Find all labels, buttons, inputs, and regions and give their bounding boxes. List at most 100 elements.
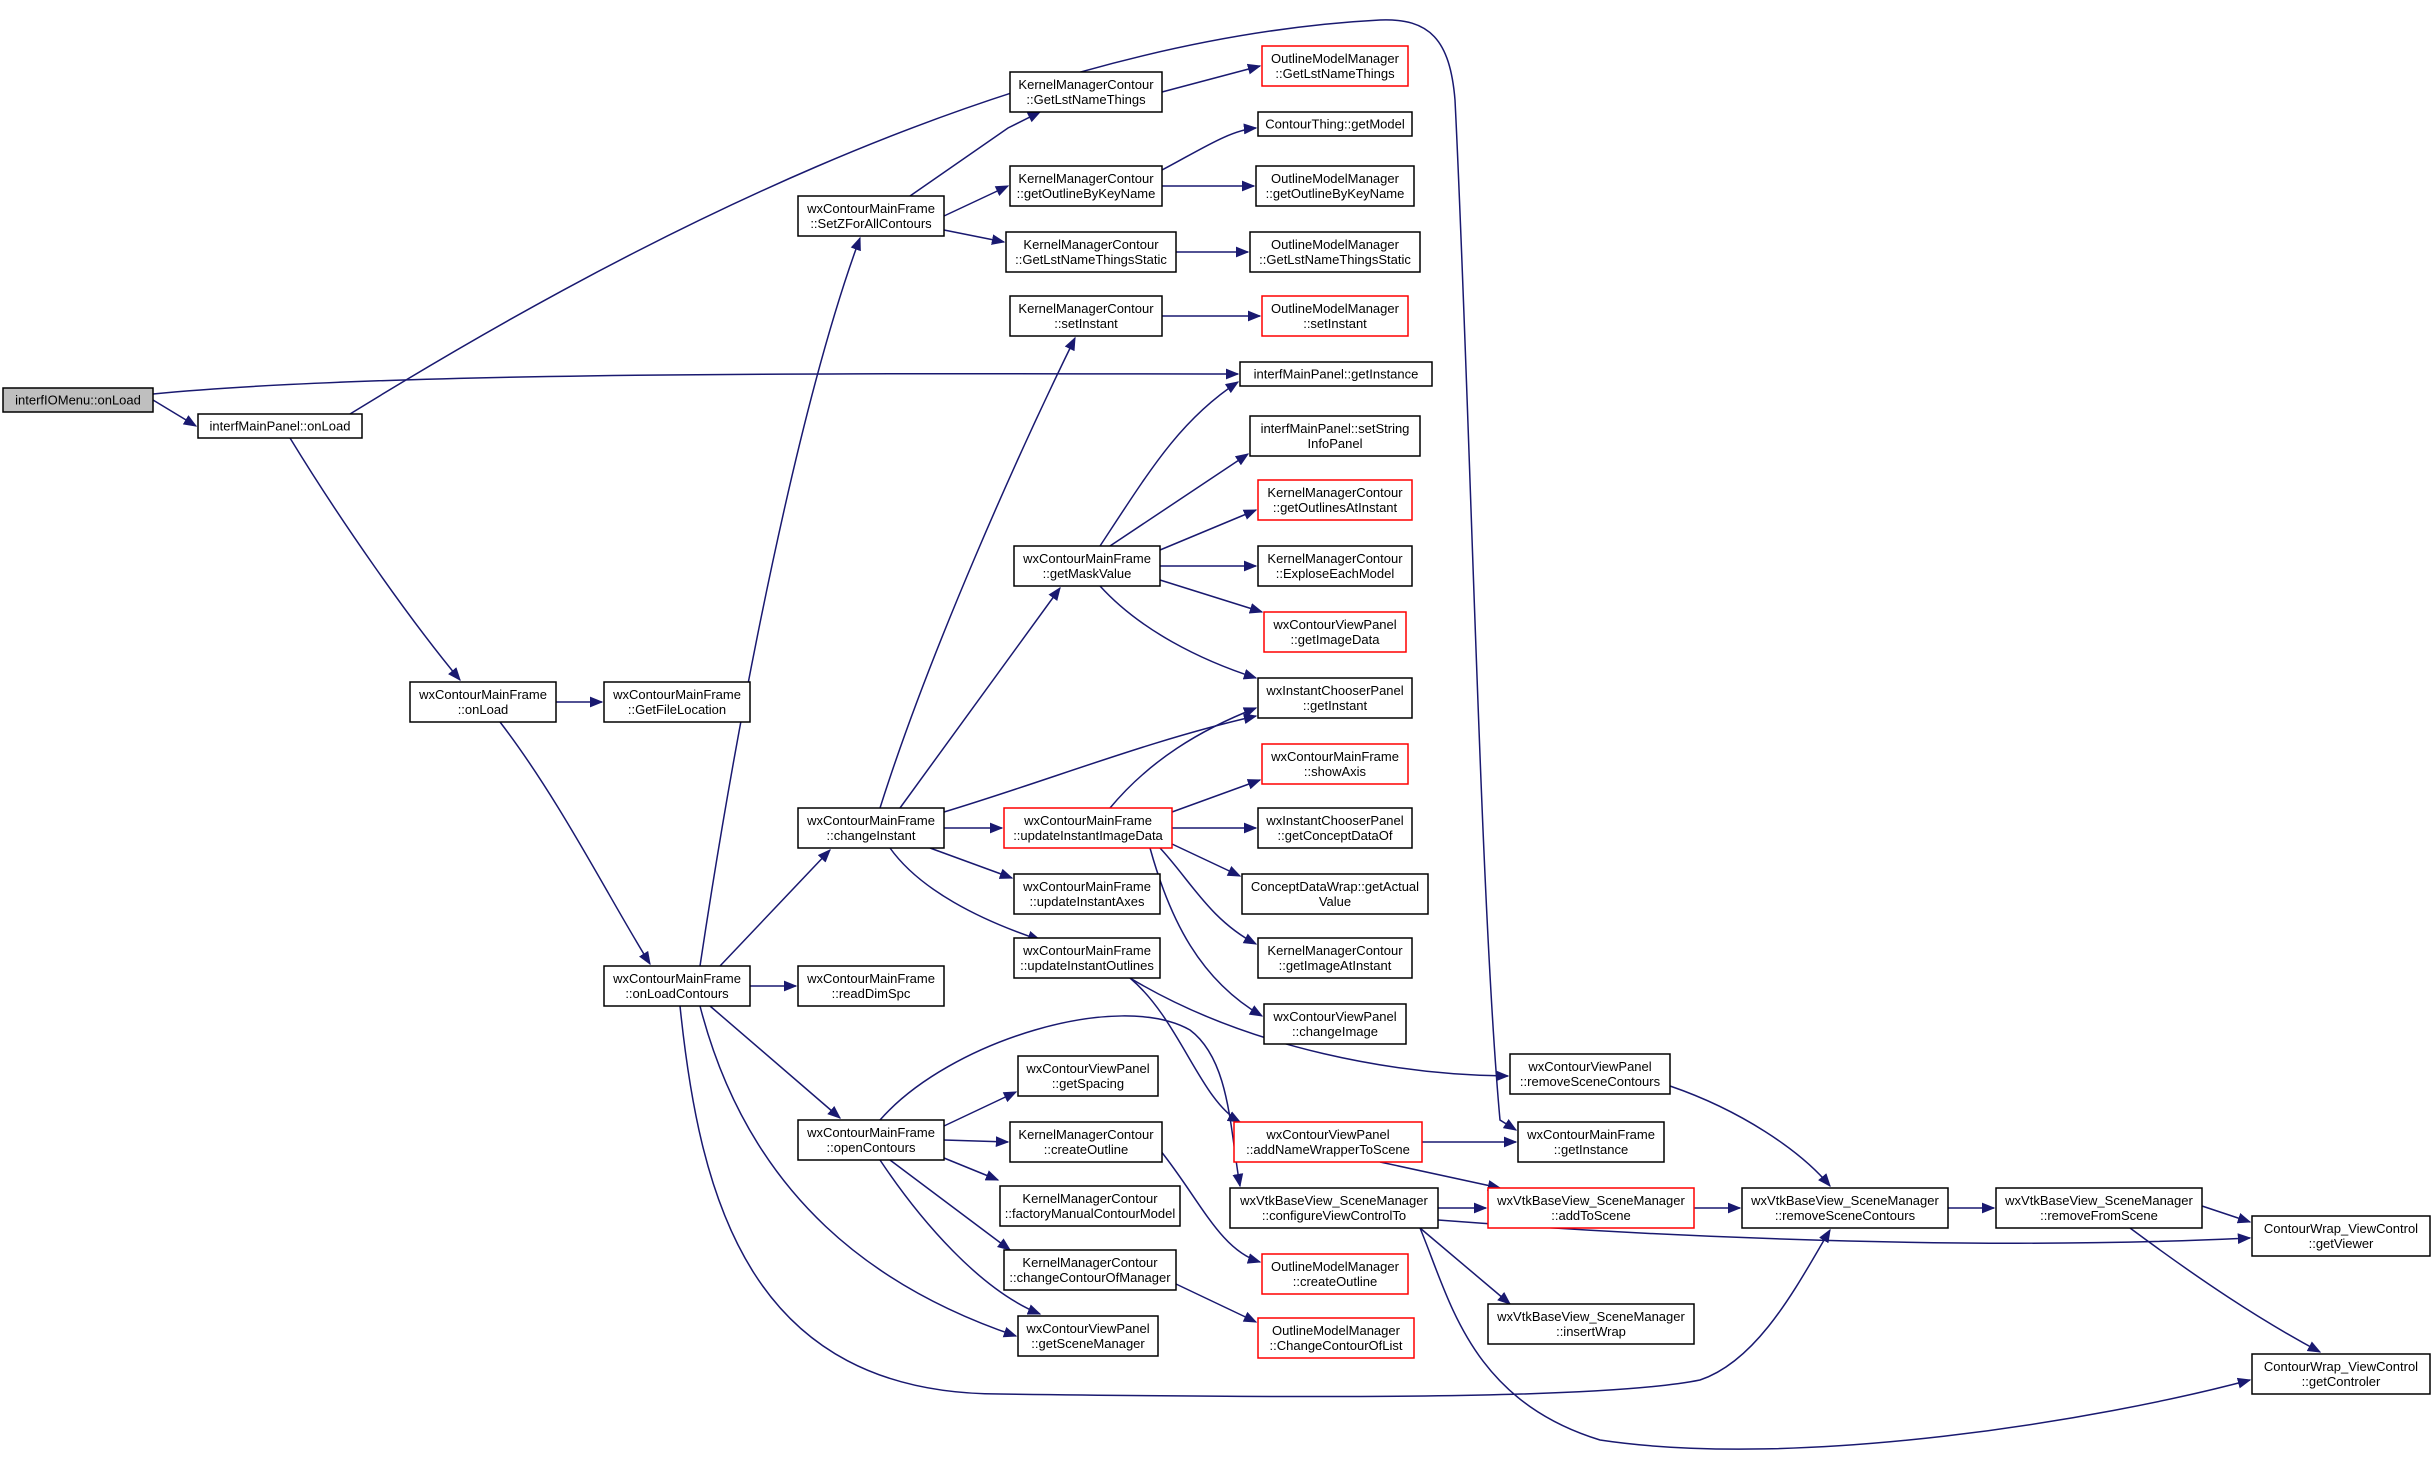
node-box [797, 807, 945, 849]
node-wvbvsm-configureview[interactable]: wxVtkBaseView_SceneManager::configureVie… [1229, 1187, 1439, 1229]
node-kmc-getoutlinesatinstant[interactable]: KernelManagerContour::getOutlinesAtInsta… [1257, 479, 1413, 521]
node-label-line: ::GetFileLocation [628, 702, 726, 717]
edge-wvbvsm_configureview-to-wvbvsm_insertwrap [1419, 1227, 1512, 1305]
edge-wcmf_updateinstantimagedata-to-wcmf_showaxis [1171, 779, 1262, 813]
node-wcmf-showaxis[interactable]: wxContourMainFrame::showAxis [1261, 743, 1409, 785]
node-wvbvsm-removefromscene[interactable]: wxVtkBaseView_SceneManager::removeFromSc… [1995, 1187, 2203, 1229]
node-box [1261, 295, 1409, 337]
node-kmc-factorymanual[interactable]: KernelManagerContour::factoryManualConto… [999, 1185, 1181, 1227]
node-omm-getlstnamethings[interactable]: OutlineModelManager::GetLstNameThings [1261, 45, 1409, 87]
node-wcmf-getmaskvalue[interactable]: wxContourMainFrame::getMaskValue [1013, 545, 1161, 587]
edges [152, 19, 2322, 1450]
node-wcmf-updateinstantaxes[interactable]: wxContourMainFrame::updateInstantAxes [1013, 873, 1161, 915]
node-wcvp-addnamewrapper[interactable]: wxContourViewPanel::addNameWrapperToScen… [1233, 1121, 1423, 1163]
node-wvbvsm-addtoscene[interactable]: wxVtkBaseView_SceneManager::addToScene [1487, 1187, 1695, 1229]
node-cwvc-getcontroler[interactable]: ContourWrap_ViewControl::getControler [2251, 1353, 2431, 1395]
edge-wcmf_opencontours-to-kmc_factorymanual [943, 1157, 1000, 1181]
node-wcvp-getscenemanager[interactable]: wxContourViewPanel::getSceneManager [1017, 1315, 1159, 1357]
node-label-line: wxVtkBaseView_SceneManager [1496, 1309, 1685, 1324]
node-label-line: ContourThing::getModel [1265, 117, 1405, 132]
node-box [797, 1119, 945, 1161]
node-label-line: wxContourMainFrame [612, 687, 741, 702]
node-box [1517, 1121, 1665, 1163]
node-wvbvsm-insertwrap[interactable]: wxVtkBaseView_SceneManager::insertWrap [1487, 1303, 1695, 1345]
node-label-line: wxContourViewPanel [1272, 617, 1396, 632]
node-box [2, 387, 154, 413]
node-wcmf-changeinstant[interactable]: wxContourMainFrame::changeInstant [797, 807, 945, 849]
node-kmc-changecontourofmanager[interactable]: KernelManagerContour::changeContourOfMan… [1003, 1249, 1177, 1291]
edge-wcvp_removescenecontours-to-wvbvsm_removescenecontours [1669, 1085, 1831, 1188]
node-label-line: wxContourMainFrame [1270, 749, 1399, 764]
node-wcmf-setz[interactable]: wxContourMainFrame::SetZForAllContours [797, 195, 945, 237]
node-wcmf-onloadcontours[interactable]: wxContourMainFrame::onLoadContours [603, 965, 751, 1007]
node-label-line: OutlineModelManager [1271, 171, 1400, 186]
node-label-line: wxContourMainFrame [1022, 943, 1151, 958]
node-label-line: ::updateInstantImageData [1013, 828, 1163, 843]
node-wcmf-updateinstantoutlines[interactable]: wxContourMainFrame::updateInstantOutline… [1013, 937, 1161, 979]
node-label-line: wxContourMainFrame [1022, 879, 1151, 894]
node-wcmf-opencontours[interactable]: wxContourMainFrame::openContours [797, 1119, 945, 1161]
node-wcvp-getspacing[interactable]: wxContourViewPanel::getSpacing [1017, 1055, 1159, 1097]
node-label-line: ::setInstant [1054, 316, 1118, 331]
node-label-line: wxInstantChooserPanel [1265, 683, 1403, 698]
node-box [1261, 45, 1409, 87]
node-wcvp-getimagedata[interactable]: wxContourViewPanel::getImageData [1263, 611, 1407, 653]
node-label-line: ::getSceneManager [1031, 1336, 1145, 1351]
node-label-line: KernelManagerContour [1267, 943, 1403, 958]
node-kmc-getlstnamestatic[interactable]: KernelManagerContour::GetLstNameThingsSt… [1005, 231, 1177, 273]
node-kmc-setinstant[interactable]: KernelManagerContour::setInstant [1009, 295, 1163, 337]
node-wicp-getconceptdataof[interactable]: wxInstantChooserPanel::getConceptDataOf [1257, 807, 1413, 849]
node-box [1261, 1253, 1409, 1295]
node-label-line: ::configureViewControlTo [1262, 1208, 1406, 1223]
node-box [1995, 1187, 2203, 1229]
node-label-line: wxContourMainFrame [1023, 813, 1152, 828]
node-cwvc-getviewer[interactable]: ContourWrap_ViewControl::getViewer [2251, 1215, 2431, 1257]
node-label-line: wxContourViewPanel [1272, 1009, 1396, 1024]
edge-wcmf_getmaskvalue-to-imp_setstringinfopanel [1109, 453, 1250, 547]
node-wcvp-changeimage[interactable]: wxContourViewPanel::changeImage [1263, 1003, 1407, 1045]
node-kmc-createoutline[interactable]: KernelManagerContour::createOutline [1009, 1121, 1163, 1163]
node-box [1013, 873, 1161, 915]
node-wcmf-readdimspc[interactable]: wxContourMainFrame::readDimSpc [797, 965, 945, 1007]
node-wcmf-onload[interactable]: wxContourMainFrame::onLoad [409, 681, 557, 723]
node-omm-getlstnamestatic[interactable]: OutlineModelManager::GetLstNameThingsSta… [1249, 231, 1421, 273]
node-label-line: KernelManagerContour [1018, 1127, 1154, 1142]
edge-wvbvsm_configureview-to-cwvc_getcontroler [1419, 1227, 2252, 1450]
node-label-line: interfMainPanel::getInstance [1254, 367, 1419, 382]
edge-wcmf_onloadcontours-to-wcvp_getscenemanager [699, 1005, 1018, 1338]
node-box [1257, 111, 1413, 137]
node-wcvp-removescenecontours[interactable]: wxContourViewPanel::removeSceneContours [1509, 1053, 1671, 1095]
node-wcmf-getinstance[interactable]: wxContourMainFrame::getInstance [1517, 1121, 1665, 1163]
node-label-line: ::ExploseEachModel [1276, 566, 1395, 581]
edge-wcmf_onloadcontours-to-wvbvsm_removescenecontours [679, 1005, 1831, 1398]
node-kmc-exploseeachmodel[interactable]: KernelManagerContour::ExploseEachModel [1257, 545, 1413, 587]
node-kmc-getoutlinebykey[interactable]: KernelManagerContour::getOutlineByKeyNam… [1009, 165, 1163, 207]
node-box [1257, 479, 1413, 521]
node-imp-getinstance[interactable]: interfMainPanel::getInstance [1239, 361, 1433, 387]
node-wcmf-updateinstantimagedata[interactable]: wxContourMainFrame::updateInstantImageDa… [1003, 807, 1173, 849]
edge-wcmf_getmaskvalue-to-kmc_getoutlinesatinstant [1159, 509, 1258, 551]
nodes: interfIOMenu::onLoadinterfMainPanel::onL… [2, 45, 2431, 1395]
node-kmc-getimageatinstant[interactable]: KernelManagerContour::getImageAtInstant [1257, 937, 1413, 979]
edge-wcmf_changeinstant-to-wcmf_updateinstantaxes [929, 847, 1014, 879]
node-omm-changecontouroflist[interactable]: OutlineModelManager::ChangeContourOfList [1257, 1317, 1415, 1359]
node-ct-getmodel[interactable]: ContourThing::getModel [1257, 111, 1413, 137]
node-omm-createoutline[interactable]: OutlineModelManager::createOutline [1261, 1253, 1409, 1295]
node-ifm-onload[interactable]: interfIOMenu::onLoad [2, 387, 154, 413]
node-omm-setinstant[interactable]: OutlineModelManager::setInstant [1261, 295, 1409, 337]
node-label-line: KernelManagerContour [1023, 237, 1159, 252]
node-wcmf-getfileloc[interactable]: wxContourMainFrame::GetFileLocation [603, 681, 751, 723]
node-box [797, 965, 945, 1007]
node-label-line: wxContourMainFrame [418, 687, 547, 702]
node-imp-onload[interactable]: interfMainPanel::onLoad [197, 413, 363, 439]
edge-imp_onload-to-wcmf_getinstance [349, 19, 1518, 1131]
node-wvbvsm-removescenecontours[interactable]: wxVtkBaseView_SceneManager::removeSceneC… [1741, 1187, 1949, 1229]
node-label-line: ::getMaskValue [1043, 566, 1132, 581]
node-kmc-getlstnamethings[interactable]: KernelManagerContour::GetLstNameThings [1009, 71, 1163, 113]
node-box [409, 681, 557, 723]
edge-imp_onload-to-wcmf_onload [289, 437, 461, 682]
node-wicp-getinstant[interactable]: wxInstantChooserPanel::getInstant [1257, 677, 1413, 719]
node-omm-getoutlinebykey[interactable]: OutlineModelManager::getOutlineByKeyName [1255, 165, 1415, 207]
